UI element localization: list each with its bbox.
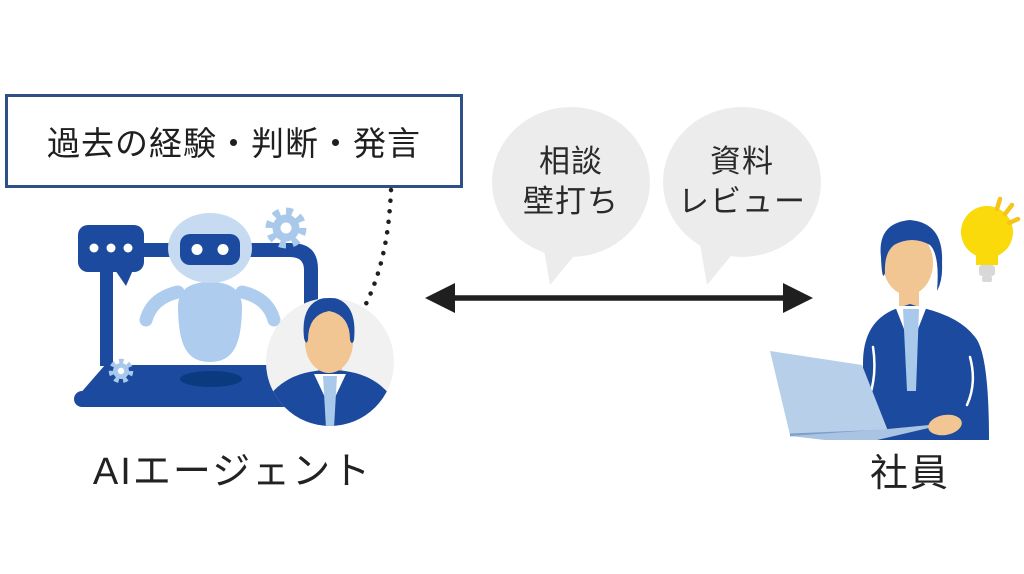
speech-bubble-review: 資料 レビュー [663,107,821,257]
hand [928,414,962,436]
robot-in-laptop-icon [74,207,394,426]
employee-label: 社員 [822,442,998,497]
speech-bubble-consult: 相談 壁打ち [492,107,650,257]
laptop-icon [770,351,950,440]
chat-dots-icon [78,225,144,286]
annotation-box-label: 過去の経験・判断・発言 [47,125,421,162]
bubble-line: 相談 [539,144,603,180]
ai-agent-label: AIエージェント [60,440,405,495]
ai-agent-label-text: AIエージェント [92,451,373,493]
bubble-line: 資料 [710,144,774,180]
lightbulb-icon [961,196,1021,282]
bubble-line: レビュー [678,184,806,219]
employee-label-text: 社員 [869,453,950,495]
gear-icon [108,358,134,384]
person-avatar-icon [266,298,394,426]
annotation-box: 過去の経験・判断・発言 [5,94,463,188]
double-headed-arrow-icon [425,283,813,313]
gear-icon [265,207,307,249]
bubble-line: 壁打ち [523,184,619,219]
robot-icon [139,213,281,362]
person-icon [863,220,989,440]
employee-at-laptop-icon [770,196,1021,440]
